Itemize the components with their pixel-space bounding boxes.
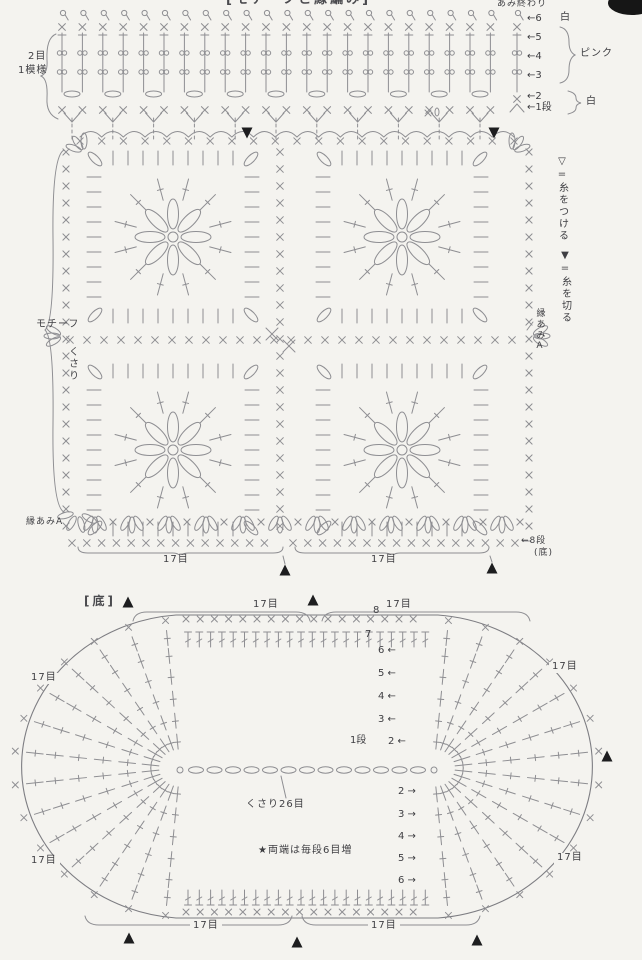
base-row8-number: 8 <box>373 605 380 616</box>
base-row1-label: 1段 <box>350 735 367 746</box>
base-lower-row-3: 3 → <box>398 809 416 820</box>
base-lower-row-4: 4 → <box>398 831 416 842</box>
base-increase-note: ★両端は毎段6目増 <box>258 845 353 856</box>
edge-a-label-left: 縁あみA <box>26 517 64 527</box>
end-of-knitting-label: あみ終わり <box>497 0 548 9</box>
legend-cut-yarn: ▼=糸を切る <box>559 250 571 324</box>
base-upper-row-4: 4 ← <box>378 691 396 702</box>
color-pink-label: ピンク <box>580 48 613 59</box>
row-8-label: ←8段 <box>521 536 547 546</box>
rows-1-2-color-white: 白 <box>586 96 597 107</box>
base-lower-row-6: 6 → <box>398 875 416 886</box>
row-6-marker: ←6 <box>527 13 542 24</box>
base-row7-number: 7 <box>365 629 372 640</box>
base-top-count-1: 17目 <box>250 599 282 611</box>
base-count-lower-left: 17目 <box>28 855 60 867</box>
base-count-upper-right: 17目 <box>549 661 581 673</box>
repeat-count-label: 2目 <box>28 51 47 62</box>
base-upper-row-2: 2 ← <box>388 736 406 747</box>
edge-a-label-right: 縁あみA <box>534 308 545 353</box>
row-4-marker: ←4 <box>527 51 542 62</box>
base-upper-row-5: 5 ← <box>378 668 396 679</box>
stitch-count-left: 17目 <box>160 554 192 566</box>
base-upper-row-6: 6 ← <box>378 645 396 656</box>
top-chart-title: [モチーフと縁編み] <box>226 0 371 7</box>
base-count-lower-right: 17目 <box>554 852 586 864</box>
stitch-count-right: 17目 <box>368 554 400 566</box>
row-3-marker: ←3 <box>527 70 542 81</box>
base-lower-row-2: 2 → <box>398 786 416 797</box>
base-bottom-count-1: 17目 <box>190 920 222 932</box>
base-chain-label: くさり26目 <box>246 799 305 810</box>
row-6-color-white: 白 <box>560 12 571 23</box>
base-bottom-count-2: 17目 <box>368 920 400 932</box>
base-count-upper-left: 17目 <box>28 672 60 684</box>
repeat-pattern-label: 1模様 <box>18 65 48 76</box>
row-5-marker: ←5 <box>527 32 542 43</box>
base-lower-row-5: 5 → <box>398 853 416 864</box>
row-1-marker: ←1段 <box>527 102 552 113</box>
row-8-bottom-label: (底) <box>534 548 554 558</box>
legend-attach-yarn: ▽=糸をつける <box>556 156 568 242</box>
base-chart-title: [底] <box>84 594 116 608</box>
motif-label: モチーフ <box>36 319 80 330</box>
chain-label: くさり <box>66 346 78 382</box>
row-2-marker: ←2 <box>527 91 542 102</box>
base-top-count-2: 17目 <box>383 599 415 611</box>
base-upper-row-3: 3 ← <box>378 714 396 725</box>
